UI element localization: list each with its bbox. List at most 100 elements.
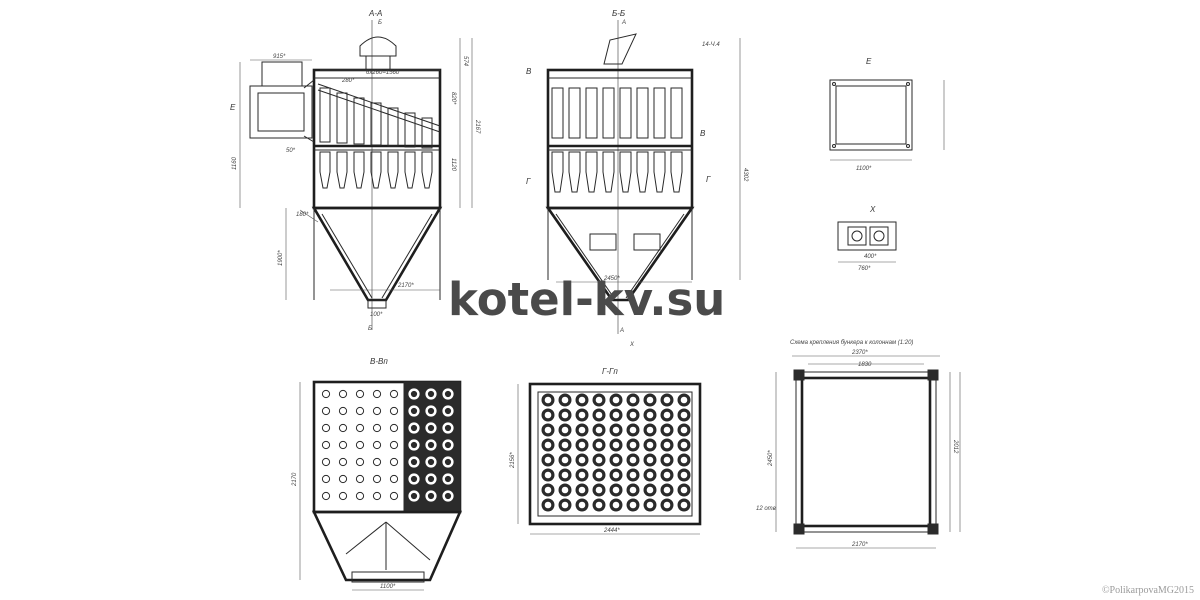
watermark: kotel-kv.su [448, 273, 726, 326]
plate-hole [544, 486, 552, 494]
view-vv-title: В-Вп [370, 357, 388, 366]
dim-574: 574 [462, 56, 468, 67]
plate-hole [338, 474, 348, 484]
element-cone [353, 151, 365, 189]
plate-hole [338, 491, 348, 501]
plate-hole [646, 396, 654, 404]
plate-hole [646, 471, 654, 479]
plate-hole-core [427, 390, 435, 398]
dim-2444: 2444* [603, 528, 620, 534]
element-cone [370, 151, 382, 189]
plate-hole [544, 471, 552, 479]
plate-hole [338, 389, 348, 399]
plate-hole [338, 406, 348, 416]
plate-hole [544, 456, 552, 464]
view-e: Е 1100* [829, 57, 945, 172]
mark-g-left: Г [526, 177, 531, 186]
plate-hole [595, 456, 603, 464]
element-tube [636, 87, 649, 139]
plate-hole [612, 486, 620, 494]
element-tube [602, 87, 615, 139]
dim-400: 400* [864, 254, 877, 260]
plate-hole [595, 426, 603, 434]
plate-hole [629, 441, 637, 449]
mark-g-right: Г [706, 175, 711, 184]
plate-hole [544, 501, 552, 509]
plate-hole [355, 457, 365, 467]
plate-hole [389, 389, 399, 399]
plate-hole [663, 441, 671, 449]
element-cone [404, 151, 416, 189]
view-e-title: Е [866, 57, 872, 66]
plate-hole [680, 456, 688, 464]
plate-hole [629, 426, 637, 434]
plate-hole [629, 486, 637, 494]
plate-hole [680, 411, 688, 419]
hopper-aa [311, 206, 443, 302]
plate-hole [372, 423, 382, 433]
plate-hole [612, 501, 620, 509]
plate-hole-core [410, 458, 418, 466]
plate-hole [629, 411, 637, 419]
dim-100: 100* [370, 312, 383, 318]
element-tube [336, 92, 348, 144]
mark-v-left: В [526, 67, 532, 76]
mark-a-top: А [621, 20, 626, 26]
plate-hole [338, 423, 348, 433]
mark-e-left: Е [230, 103, 236, 112]
plate-hole [646, 486, 654, 494]
element-tube [568, 87, 581, 139]
dim-14: 14-Ч.4 [702, 42, 720, 48]
element-tube [404, 112, 416, 148]
plate-hole-core [444, 441, 452, 449]
plate-hole [389, 491, 399, 501]
plate-gg [528, 382, 702, 526]
plate-hole [612, 471, 620, 479]
plate-hole [355, 491, 365, 501]
element-tube [653, 87, 666, 139]
plate-hole [338, 457, 348, 467]
element-tube [353, 97, 365, 145]
element-cone [619, 151, 632, 193]
plate-hole [389, 406, 399, 416]
plate-hole [629, 396, 637, 404]
plate-hole [561, 441, 569, 449]
plate-hole [321, 406, 331, 416]
bb-outlet [603, 33, 637, 65]
copyright: ©PolikarpovaMG2015 [1101, 585, 1194, 596]
dim-1120: 1120 [450, 158, 456, 172]
plate-hole [663, 426, 671, 434]
plate-hole [680, 441, 688, 449]
plate-hole [629, 471, 637, 479]
plate-hole [646, 411, 654, 419]
dim-2156: 2156* [510, 452, 516, 469]
hopper-vv [311, 510, 462, 582]
view-hopper-scheme: Схема крепления бункера к колоннам (1:20… [756, 340, 961, 549]
dim-280: 280* [341, 78, 355, 84]
plate-hole [578, 441, 586, 449]
element-tube [670, 87, 683, 139]
mark-v-right: В [700, 129, 706, 138]
plate-hole-core [427, 424, 435, 432]
mark-b-top: Б [378, 20, 382, 26]
dome-outlet [359, 36, 397, 57]
dim-4302: 4302 [742, 168, 748, 182]
plate-hole [389, 440, 399, 450]
dim-915: 915* [273, 54, 286, 60]
hopper-frame [800, 376, 932, 528]
plate-hole [663, 456, 671, 464]
element-cone [387, 151, 399, 189]
plate-hole-core [410, 424, 418, 432]
dim-6x260: 6x260=1560 [366, 70, 400, 76]
inlet-duct [249, 85, 313, 139]
view-vv: В-Вп 1100* 2170 [292, 357, 462, 591]
plate-hole-core [410, 407, 418, 415]
plate-hole [680, 471, 688, 479]
plate-hole [663, 501, 671, 509]
plate-hole [544, 441, 552, 449]
element-tube [585, 87, 598, 139]
plate-hole [389, 474, 399, 484]
plate-hole-core [444, 390, 452, 398]
plate-hole [372, 474, 382, 484]
